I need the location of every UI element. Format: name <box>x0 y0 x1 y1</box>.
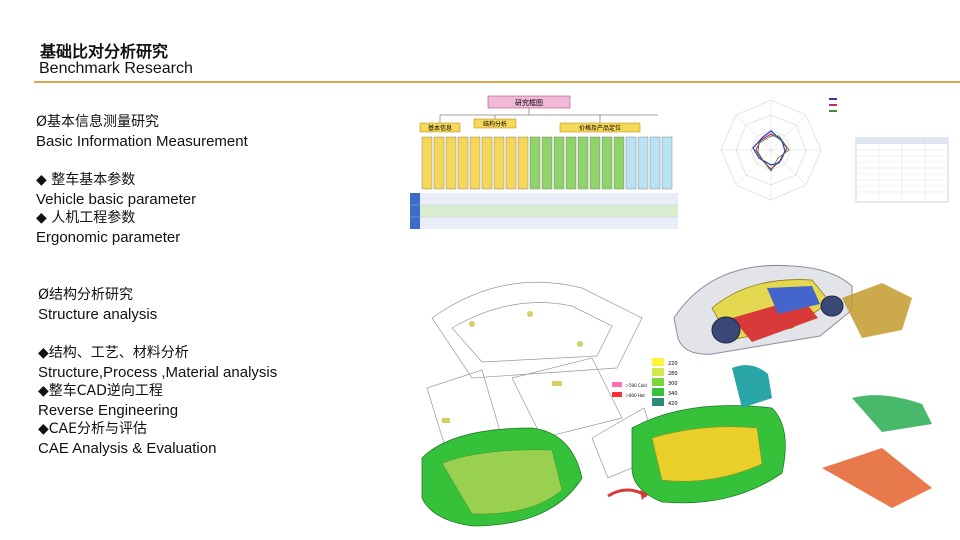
framework-group-price: 价格及产品定位 <box>579 124 621 132</box>
framework-column-box <box>517 136 529 190</box>
framework-column-box <box>541 136 553 190</box>
legend-300: 300 <box>668 381 678 387</box>
research-framework-table: 研究框图 基本信息 结构分析 价格及产品定位 <box>410 93 678 229</box>
framework-root-label: 研究框图 <box>515 98 543 107</box>
structure-heading: Ø结构分析研究 Structure analysis <box>38 286 157 324</box>
framework-column-box <box>661 136 673 190</box>
basic-heading-en: Basic Information Measurement <box>36 133 248 150</box>
framework-column-box <box>493 136 505 190</box>
basic-heading-zh: Ø基本信息测量研究 <box>36 114 160 130</box>
strength-legend: 220 280 300 340 420 ＞590 Cold ＞800 Hot <box>612 358 678 407</box>
framework-column-box <box>577 136 589 190</box>
structure-item1-en: Structure,Process ,Material analysis <box>38 364 278 381</box>
vehicle-param-en: Vehicle basic parameter <box>36 191 197 208</box>
framework-column-box <box>613 136 625 190</box>
basic-info-items: ◆ 整车基本参数 Vehicle basic parameter ◆ 人机工程参… <box>36 171 196 247</box>
vehicle-param-zh: ◆ 整车基本参数 <box>36 172 136 188</box>
framework-column-box <box>529 136 541 190</box>
legend-420: 420 <box>668 401 678 407</box>
structure-item2-en: Reverse Engineering <box>38 402 179 419</box>
title-english: Benchmark Research <box>39 60 193 77</box>
structure-item3-zh: ◆CAE分析与评估 <box>38 421 147 437</box>
framework-column-box <box>457 136 469 190</box>
framework-column-box <box>421 136 433 190</box>
structure-item1-zh: ◆结构、工艺、材料分析 <box>38 345 189 361</box>
framework-column-box <box>601 136 613 190</box>
framework-column-box <box>625 136 637 190</box>
structure-items: ◆结构、工艺、材料分析 Structure,Process ,Material … <box>38 344 277 458</box>
framework-column-box <box>649 136 661 190</box>
title-chinese: 基础比对分析研究 <box>40 42 169 61</box>
framework-column-box <box>565 136 577 190</box>
framework-column-box <box>481 136 493 190</box>
underbody-meshes <box>421 365 932 527</box>
basic-info-heading: Ø基本信息测量研究 Basic Information Measurement <box>36 113 248 151</box>
structure-analysis-figure: 220 280 300 340 420 ＞590 Cold ＞800 Hot <box>412 258 954 538</box>
framework-column-box <box>505 136 517 190</box>
structure-item2-zh: ◆整车CAD逆向工程 <box>38 383 163 399</box>
framework-column-box <box>553 136 565 190</box>
structure-heading-en: Structure analysis <box>38 306 158 323</box>
legend-hot: ＞800 Hot <box>625 393 645 398</box>
legend-cold: ＞590 Cold <box>625 383 647 388</box>
framework-column-box <box>433 136 445 190</box>
framework-column-box <box>445 136 457 190</box>
structure-item3-en: CAE Analysis & Evaluation <box>38 440 217 457</box>
radar-comparison-figure <box>720 98 949 203</box>
framework-group-structure: 结构分析 <box>483 120 507 128</box>
vehicle-cutaway <box>673 264 912 355</box>
framework-column-box <box>637 136 649 190</box>
ergonomic-param-en: Ergonomic parameter <box>36 229 181 246</box>
framework-column-box <box>589 136 601 190</box>
framework-group-basic: 基本信息 <box>428 124 452 132</box>
structure-heading-zh: Ø结构分析研究 <box>38 287 134 303</box>
legend-340: 340 <box>668 391 678 397</box>
legend-220: 220 <box>668 361 678 367</box>
framework-column-box <box>469 136 481 190</box>
legend-280: 280 <box>668 371 678 377</box>
ergonomic-param-zh: ◆ 人机工程参数 <box>36 210 136 226</box>
title-divider <box>34 81 960 83</box>
